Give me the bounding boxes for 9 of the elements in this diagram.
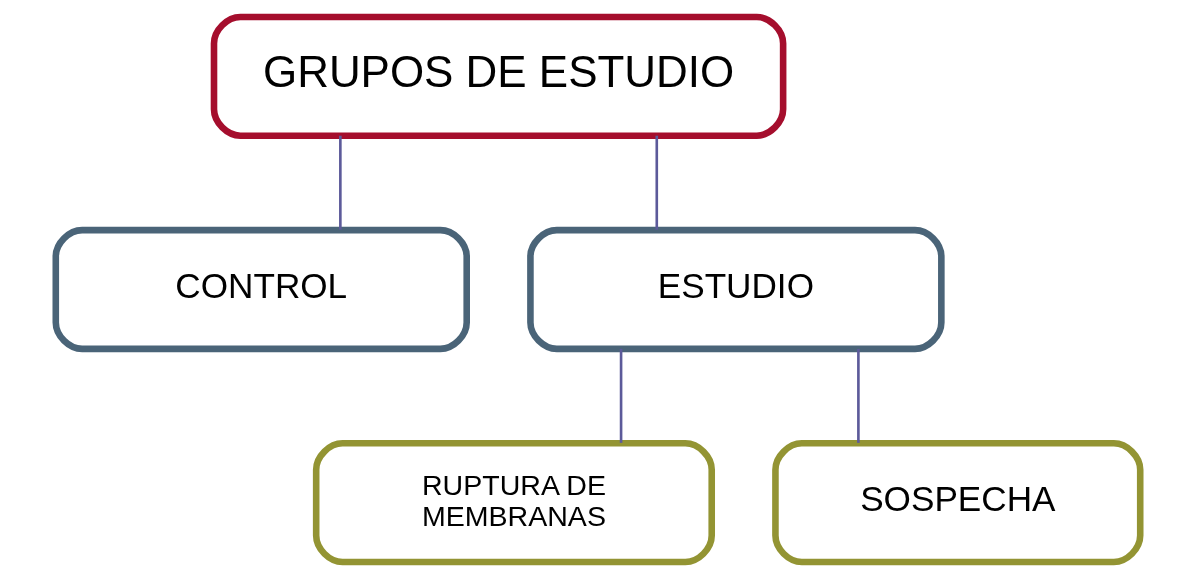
node-box: GRUPOS DE ESTUDIO <box>210 13 787 139</box>
node-box: RUPTURA DE MEMBRANAS <box>312 440 715 566</box>
connector <box>619 348 623 443</box>
node-box: CONTROL <box>52 226 470 353</box>
connector <box>655 135 659 230</box>
connector <box>339 135 342 230</box>
node-box: SOSPECHA <box>772 440 1144 566</box>
node-box: ESTUDIO <box>527 226 945 353</box>
connector <box>857 348 860 443</box>
